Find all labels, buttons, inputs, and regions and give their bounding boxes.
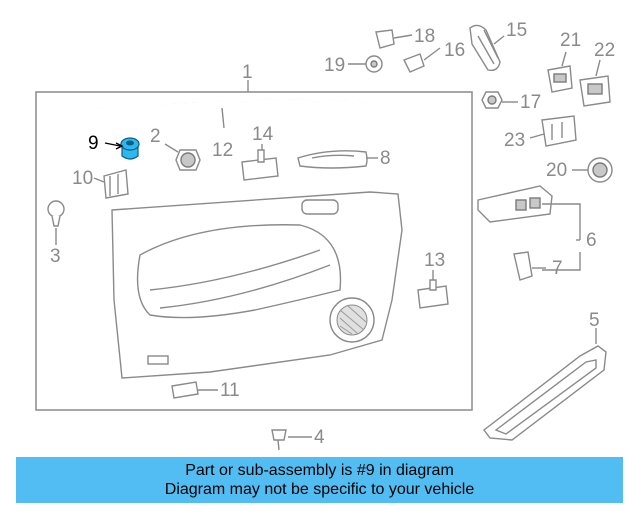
part-18-clip[interactable] (375, 29, 395, 49)
part-13-clip[interactable] (417, 279, 449, 309)
callout-8: 8 (380, 148, 391, 169)
callout-14: 14 (252, 124, 274, 145)
callout-18: 18 (414, 26, 435, 47)
callout-10: 10 (72, 168, 93, 189)
door-panel-frame (35, 91, 473, 411)
callout-6: 6 (586, 230, 597, 251)
part-23-switch[interactable] (541, 115, 577, 147)
callout-22: 22 (594, 40, 615, 61)
callout-17: 17 (520, 92, 541, 113)
callout-7: 7 (552, 258, 563, 279)
leader-lines (55, 34, 601, 438)
callout-12: 12 (212, 140, 233, 161)
banner-line-1: Part or sub-assembly is #9 in diagram (185, 462, 454, 479)
part-14-clip[interactable] (241, 149, 279, 181)
part-19-grommet[interactable] (365, 55, 383, 73)
part-22-switch[interactable] (579, 75, 611, 107)
part-10-bracket[interactable] (103, 169, 129, 199)
callout-9: 9 (88, 133, 99, 154)
part-12-weatherstrip[interactable] (99, 99, 369, 109)
info-banner: Part or sub-assembly is #9 in diagram Di… (16, 457, 623, 503)
banner-line-2: Diagram may not be specific to your vehi… (164, 481, 475, 498)
callout-1: 1 (242, 62, 253, 83)
callout-4: 4 (314, 427, 325, 448)
callout-23: 23 (504, 130, 525, 151)
part-7-bracket[interactable] (513, 251, 533, 281)
callout-13: 13 (424, 250, 445, 271)
callout-11: 11 (220, 380, 240, 401)
part-9-clip[interactable] (120, 137, 140, 160)
part-6-switch-bezel[interactable] (477, 185, 553, 223)
part-21-switch[interactable] (547, 65, 573, 93)
part-16-clip[interactable] (403, 53, 425, 73)
callout-3: 3 (50, 246, 61, 267)
callout-20: 20 (546, 160, 567, 181)
parts-diagram: 1 2 3 4 5 6 7 8 9 10 11 12 13 14 15 16 1… (35, 20, 615, 451)
part-8-inside-handle[interactable] (297, 150, 368, 169)
callout-2: 2 (150, 126, 161, 147)
part-4-screw[interactable] (271, 429, 287, 451)
callout-5: 5 (589, 310, 600, 331)
part-3-push-pin[interactable] (47, 200, 65, 227)
callout-21: 21 (560, 30, 581, 51)
door-trim-panel[interactable] (111, 191, 403, 379)
callouts: 1 2 3 4 5 6 7 8 9 10 11 12 13 14 15 16 1… (50, 20, 615, 448)
part-5-armrest[interactable] (483, 345, 607, 441)
part-2-clip[interactable] (175, 149, 201, 171)
part-11-cover[interactable] (171, 381, 199, 399)
part-20-speaker-cover[interactable] (587, 157, 613, 183)
part-15-mirror-trim[interactable] (469, 24, 501, 72)
callout-16: 16 (444, 40, 465, 61)
callout-19: 19 (324, 55, 345, 76)
part-17-nut[interactable] (481, 91, 503, 109)
callout-15: 15 (506, 20, 527, 41)
